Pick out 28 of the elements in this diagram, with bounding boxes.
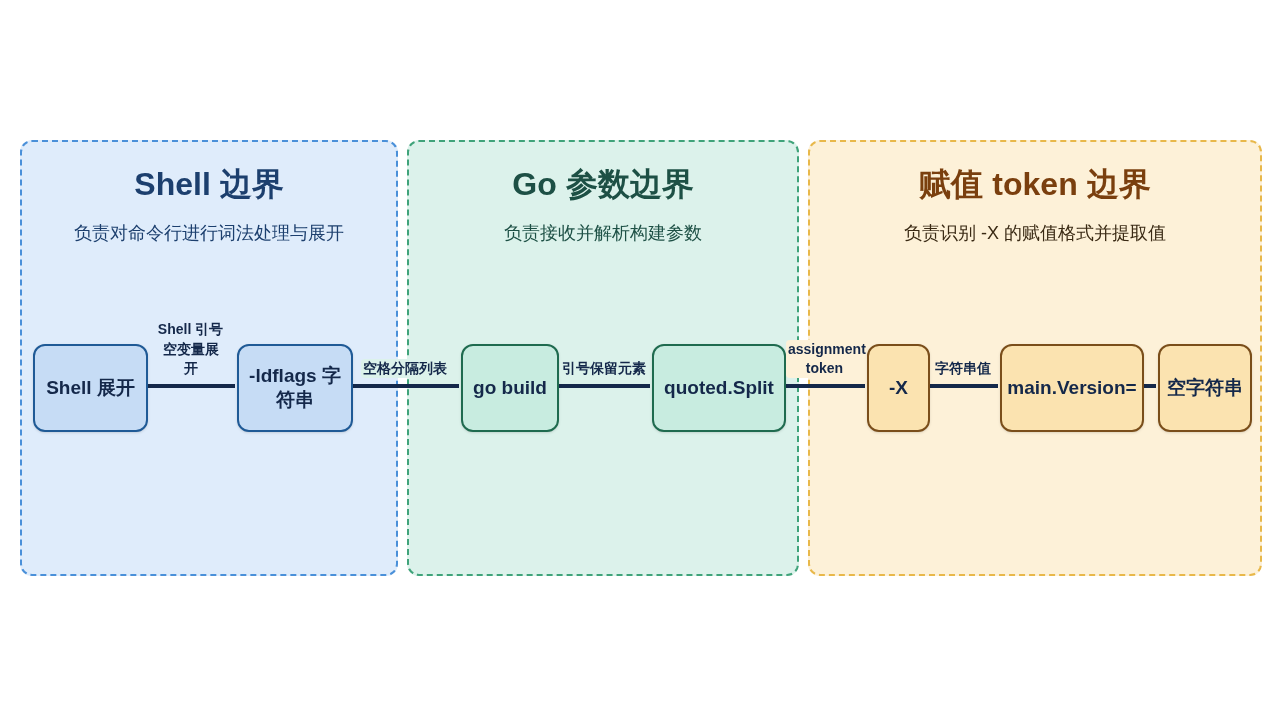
panel-title: 赋值 token 边界	[919, 165, 1151, 204]
connector-line	[1142, 384, 1156, 388]
panel-subtitle: 负责接收并解析构建参数	[504, 222, 702, 245]
edge-label: 空格分隔列表	[361, 358, 449, 378]
box-label: -X	[889, 376, 908, 400]
process-box	[237, 344, 353, 432]
process-box	[867, 344, 930, 432]
box-label: main.Version=	[1007, 376, 1137, 400]
panel-subtitle: 负责对命令行进行词法处理与展开	[74, 222, 344, 245]
connector-line	[351, 384, 459, 388]
connector-line	[146, 384, 235, 388]
process-box	[1000, 344, 1144, 432]
panel-title: Shell 边界	[134, 165, 284, 204]
process-box	[652, 344, 786, 432]
panel-subtitle: 负责识别 -X 的赋值格式并提取值	[904, 222, 1166, 245]
process-box	[33, 344, 148, 432]
box-label: Shell 展开	[46, 376, 135, 400]
panel-title: Go 参数边界	[512, 165, 694, 204]
process-box	[461, 344, 559, 432]
box-label: 空字符串	[1167, 376, 1243, 400]
process-box	[1158, 344, 1252, 432]
box-label: -ldflags 字符串	[248, 364, 342, 412]
connector-line	[557, 384, 650, 388]
connector-line	[784, 384, 865, 388]
edge-label: 字符串值	[933, 358, 993, 378]
connector-line	[928, 384, 998, 388]
box-label: quoted.Split	[664, 376, 774, 400]
box-label: go build	[473, 376, 547, 400]
